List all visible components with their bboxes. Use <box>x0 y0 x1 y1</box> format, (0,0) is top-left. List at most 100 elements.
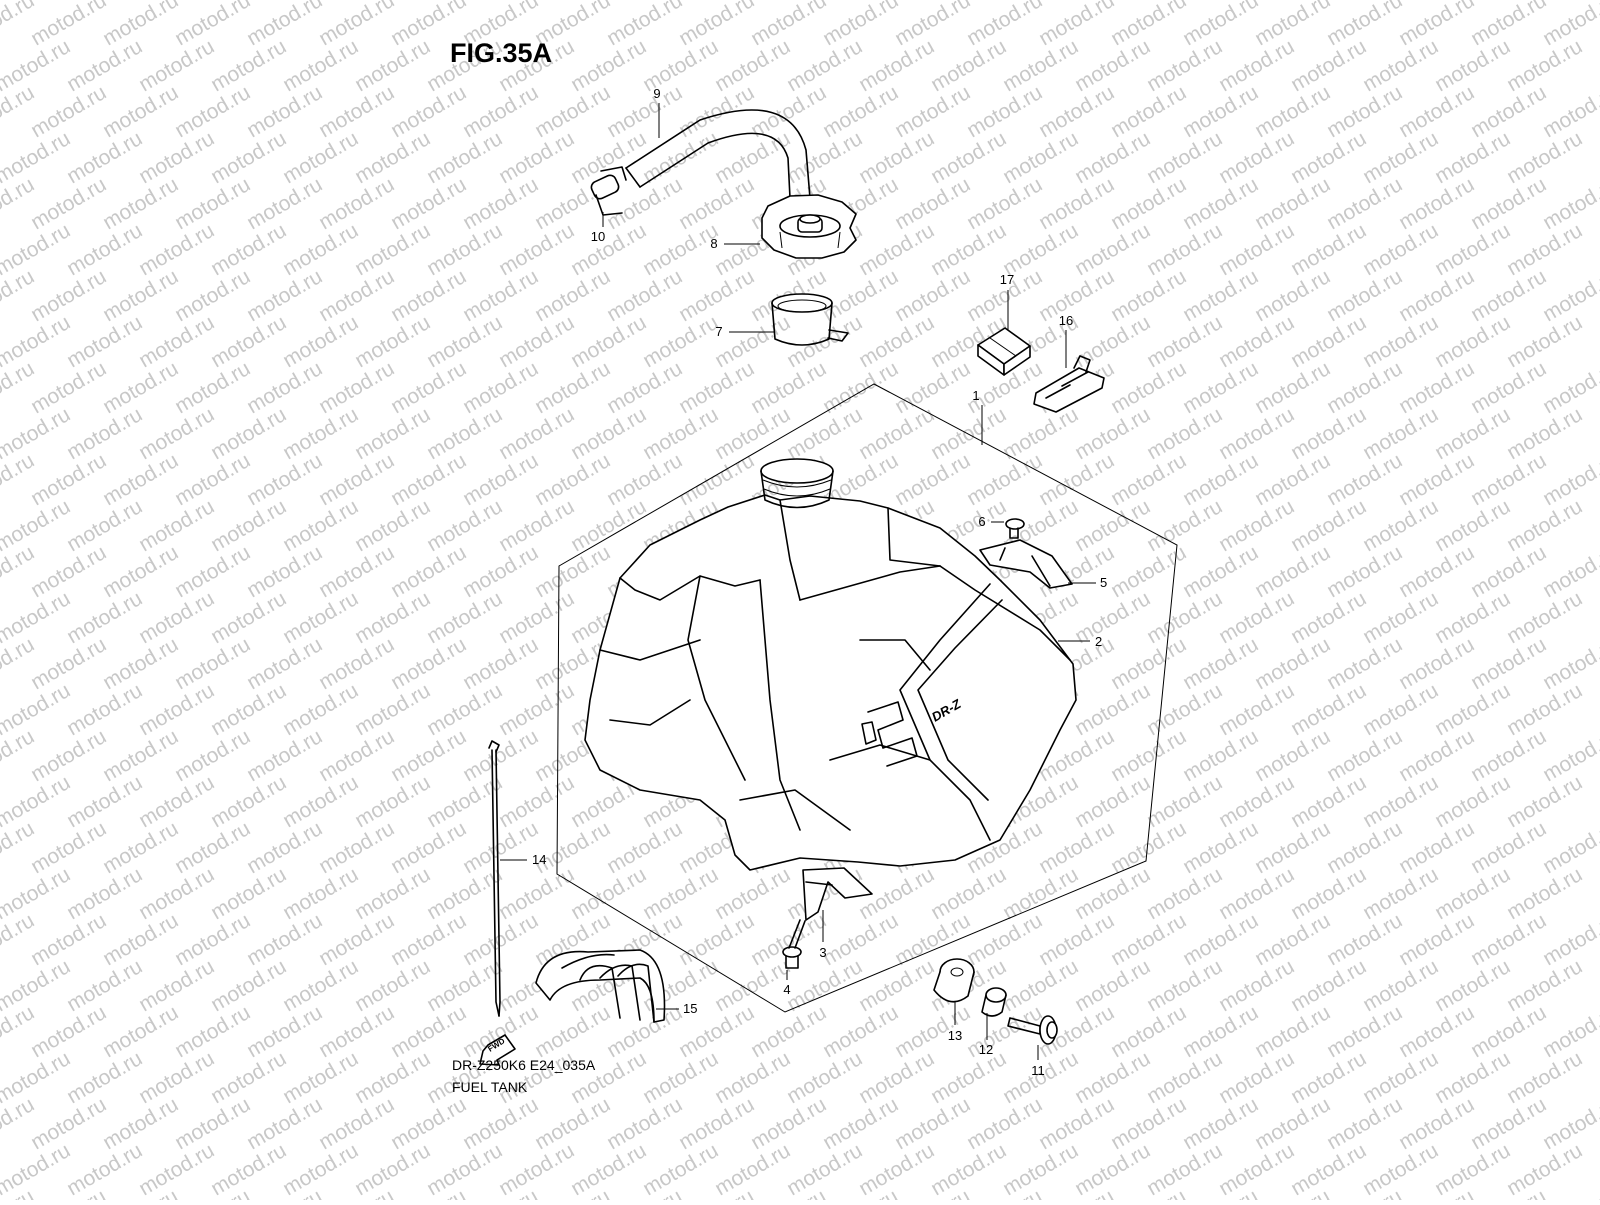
watermark-text: motod.ru <box>423 679 506 740</box>
watermark-text: motod.ru <box>1395 449 1478 510</box>
watermark-text: motod.ru <box>1287 495 1370 556</box>
watermark-text: motod.ru <box>1395 357 1478 418</box>
watermark-text: motod.ru <box>243 81 326 142</box>
watermark-text: motod.ru <box>1431 587 1514 648</box>
watermark-text: motod.ru <box>351 863 434 924</box>
watermark-text: motod.ru <box>1467 725 1550 786</box>
watermark-text: motod.ru <box>171 725 254 786</box>
watermark-text: motod.ru <box>531 265 614 326</box>
watermark-text: motod.ru <box>495 311 578 372</box>
watermark-text: motod.ru <box>1215 495 1298 556</box>
watermark-text: motod.ru <box>99 81 182 142</box>
watermark-text: motod.ru <box>135 679 218 740</box>
watermark-text: motod.ru <box>747 909 830 970</box>
watermark-text: motod.ru <box>1323 0 1406 50</box>
watermark-text: motod.ru <box>27 1001 110 1062</box>
watermark-text: motod.ru <box>27 725 110 786</box>
part-14-band <box>488 740 501 1017</box>
part-7-filter-ring <box>771 293 849 346</box>
watermark-text: motod.ru <box>387 265 470 326</box>
watermark-text: motod.ru <box>1071 587 1154 648</box>
watermark-text: motod.ru <box>1287 219 1370 280</box>
watermark-text: motod.ru <box>135 35 218 96</box>
part-12-collar <box>981 987 1007 1017</box>
watermark-text: motod.ru <box>711 127 794 188</box>
watermark-text: motod.ru <box>1323 449 1406 510</box>
watermark-text: motod.ru <box>1323 909 1406 970</box>
watermark-text: motod.ru <box>1323 81 1406 142</box>
watermark-text: motod.ru <box>1503 1139 1586 1200</box>
watermark-text: motod.ru <box>207 771 290 832</box>
watermark-text: motod.ru <box>1431 679 1514 740</box>
watermark-text: motod.ru <box>1071 1139 1154 1200</box>
watermark-text: motod.ru <box>567 495 650 556</box>
watermark-text: motod.ru <box>1035 449 1118 510</box>
watermark-text: motod.ru <box>1071 219 1154 280</box>
watermark-text: motod.ru <box>963 449 1046 510</box>
watermark-text: motod.ru <box>1071 771 1154 832</box>
watermark-text: motod.ru <box>27 81 110 142</box>
watermark-text: motod.ru <box>1143 35 1226 96</box>
watermark-text: motod.ru <box>1359 955 1442 1016</box>
watermark-text: motod.ru <box>27 1093 110 1154</box>
watermark-text: motod.ru <box>711 35 794 96</box>
watermark-text: motod.ru <box>207 127 290 188</box>
watermark-text: motod.ru <box>1323 173 1406 234</box>
watermark-text: motod.ru <box>963 173 1046 234</box>
watermark-text: motod.ru <box>999 1139 1082 1200</box>
watermark-text: motod.ru <box>387 817 470 878</box>
watermark-text: motod.ru <box>243 0 326 50</box>
callout-label-10: 10 <box>591 229 605 244</box>
watermark-text: motod.ru <box>1107 1093 1190 1154</box>
watermark-text: motod.ru <box>711 1139 794 1200</box>
watermark-text: motod.ru <box>1503 1047 1586 1108</box>
watermark-text: motod.ru <box>1107 725 1190 786</box>
watermark-text: motod.ru <box>1395 0 1478 50</box>
watermark-text: motod.ru <box>1143 1139 1226 1200</box>
watermark-text: motod.ru <box>999 955 1082 1016</box>
watermark-text: motod.ru <box>603 449 686 510</box>
watermark-text: motod.ru <box>279 587 362 648</box>
watermark-text: motod.ru <box>891 1093 974 1154</box>
watermark-text: motod.ru <box>423 311 506 372</box>
watermark-text: motod.ru <box>639 311 722 372</box>
watermark-text: motod.ru <box>315 1001 398 1062</box>
callout-label-1: 1 <box>972 388 979 403</box>
watermark-text: motod.ru <box>1431 311 1514 372</box>
assembly-outline <box>556 383 1178 1013</box>
watermark-text: motod.ru <box>99 265 182 326</box>
watermark-text: motod.ru <box>1467 541 1550 602</box>
watermark-text: motod.ru <box>1359 311 1442 372</box>
watermark-text: motod.ru <box>891 449 974 510</box>
watermark-text: motod.ru <box>1503 863 1586 924</box>
watermark-text: motod.ru <box>567 311 650 372</box>
watermark-text: motod.ru <box>1071 35 1154 96</box>
watermark-text: motod.ru <box>711 955 794 1016</box>
watermark-text: motod.ru <box>567 863 650 924</box>
watermark-text: motod.ru <box>1179 541 1262 602</box>
watermark-text: motod.ru <box>1215 1139 1298 1200</box>
watermark-text: motod.ru <box>1143 311 1226 372</box>
watermark-text: motod.ru <box>1107 633 1190 694</box>
watermark-text: motod.ru <box>1215 35 1298 96</box>
watermark-text: motod.ru <box>63 1047 146 1108</box>
watermark-text: motod.ru <box>1503 679 1586 740</box>
watermark-text: motod.ru <box>387 449 470 510</box>
watermark-text: motod.ru <box>243 357 326 418</box>
watermark-text: motod.ru <box>999 403 1082 464</box>
part-6-bolt <box>1005 518 1025 539</box>
watermark-text: motod.ru <box>387 725 470 786</box>
watermark-text: motod.ru <box>1359 679 1442 740</box>
callout-label-13: 13 <box>948 1028 962 1043</box>
callout-label-2: 2 <box>1095 634 1102 649</box>
watermark-text: motod.ru <box>1323 265 1406 326</box>
watermark-text: motod.ru <box>603 0 686 50</box>
watermark-text: motod.ru <box>1431 771 1514 832</box>
watermark-text: motod.ru <box>1359 1047 1442 1108</box>
watermark-text: motod.ru <box>1431 403 1514 464</box>
callout-label-3: 3 <box>819 945 826 960</box>
watermark-text: motod.ru <box>423 955 506 1016</box>
watermark-text: motod.ru <box>1287 1139 1370 1200</box>
watermark-text: motod.ru <box>1359 1139 1442 1200</box>
watermark-text: motod.ru <box>1467 357 1550 418</box>
